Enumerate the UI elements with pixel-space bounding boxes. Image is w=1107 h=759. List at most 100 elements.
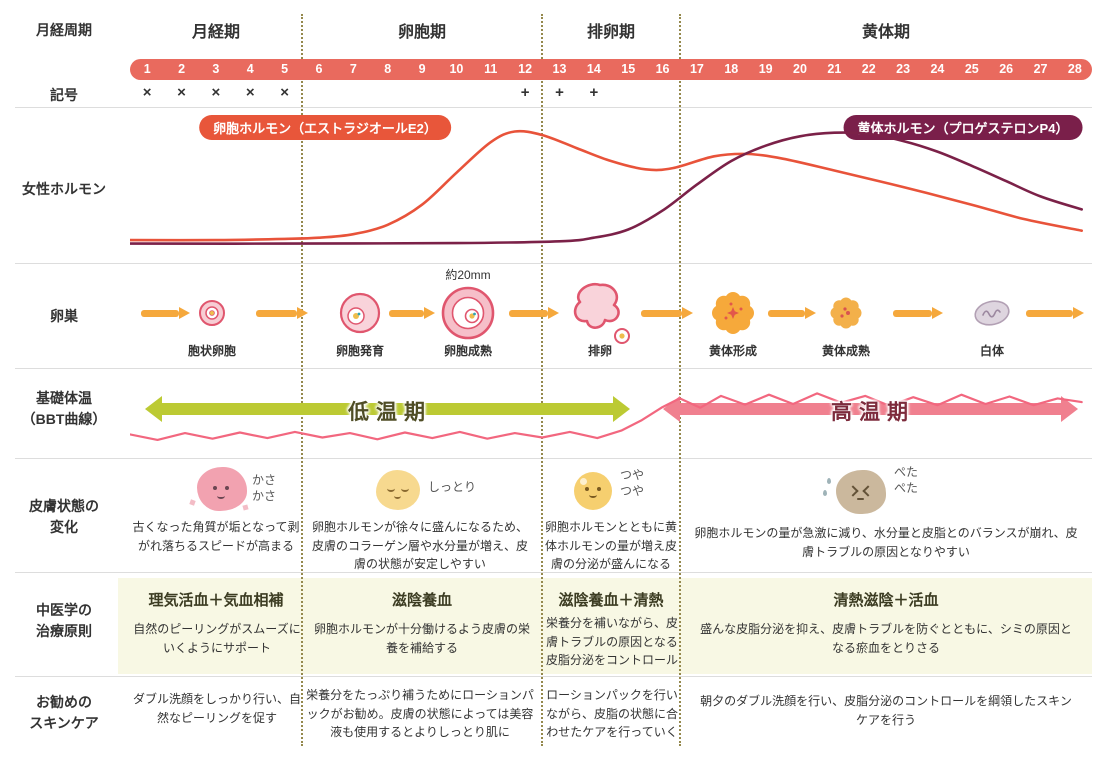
symbol-day-7 (336, 83, 370, 102)
corpus-luteum-forming-icon (712, 292, 754, 334)
tcm-desc-follicular: 卵胞ホルモンが十分働けるよう皮膚の栄養を補給する (313, 622, 530, 655)
row-label-hormone: 女性ホルモン (22, 181, 106, 197)
antral-follicle-icon (199, 300, 225, 326)
day-11: 11 (484, 62, 498, 76)
day-1: 1 (143, 62, 151, 76)
symbol-day-6 (302, 83, 336, 102)
glowing-skin-face (574, 472, 612, 510)
day-27: 27 (1033, 62, 1048, 76)
tcm-title-menstrual: 理気活血＋気血相補 (148, 592, 284, 609)
ovary-arrow (641, 305, 693, 321)
phase-follicular: 卵胞期 (397, 24, 447, 41)
ovary-arrow (893, 305, 943, 321)
tcm-desc-ovulation: 栄養分を補いながら、皮膚トラブルの原因となる皮脂分泌をコントロール (545, 616, 678, 668)
mature-follicle-icon (441, 286, 495, 340)
symbol-day-1: × (142, 84, 152, 101)
skin-caption-luteal: 卵胞ホルモンの量が急激に減り、水分量と皮脂とのバランスが崩れ、皮膚トラブルの原因… (694, 526, 1078, 559)
day-17: 17 (689, 62, 704, 76)
symbol-row: ×××××+++ (130, 83, 1092, 102)
row-divider (15, 263, 1092, 264)
symbol-day-15 (611, 83, 645, 102)
day-16: 16 (655, 62, 670, 76)
row-divider (15, 676, 1092, 677)
row-label-skin: 皮膚状態の 変化 (29, 498, 99, 535)
day-3: 3 (212, 62, 220, 76)
corpus-albicans-icon (974, 300, 1010, 326)
estradiol-curve (130, 129, 1083, 242)
row-divider (15, 368, 1092, 369)
symbol-day-18 (714, 83, 748, 102)
ovulation-icon (573, 282, 630, 344)
symbol-day-10 (439, 83, 473, 102)
ovary-stages-graphic (199, 282, 1010, 344)
day-15: 15 (621, 62, 636, 76)
day-9: 9 (418, 62, 426, 76)
stage-label-luteum-forming: 黄体形成 (708, 344, 758, 358)
phase-luteal: 黄体期 (861, 24, 911, 41)
progesterone-curve (130, 131, 1083, 245)
skincare-luteal: 朝夕のダブル洗顔を行い、皮脂分泌のコントロールを綱領したスキンケアを行う (700, 694, 1072, 727)
day-4: 4 (246, 62, 254, 76)
row-label-symbols: 記号 (50, 87, 78, 103)
symbol-day-12: + (520, 84, 530, 101)
stage-label-growth: 卵胞発育 (335, 344, 385, 358)
phase-ovulation: 排卵期 (586, 24, 636, 41)
symbol-day-16 (645, 83, 679, 102)
day-21: 21 (827, 62, 842, 76)
symbol-day-21 (817, 83, 851, 102)
mood-label-dry: かさ かさ (252, 473, 277, 504)
mood-label-moist: しっとり (428, 480, 477, 494)
symbol-day-24 (920, 83, 954, 102)
symbol-day-3: × (211, 84, 221, 101)
day-20: 20 (793, 62, 807, 76)
symbol-day-27 (1023, 83, 1057, 102)
phase-divider-follicular-ovulation (541, 14, 543, 746)
mood-label-glowing: つや つや (620, 468, 645, 499)
symbol-day-17 (680, 83, 714, 102)
stage-label-mature: 卵胞成熟 (443, 344, 493, 358)
stage-label-albicans: 白体 (979, 344, 1005, 358)
row-divider (15, 107, 1092, 108)
symbol-day-13: + (555, 84, 564, 101)
symbol-day-19 (748, 83, 782, 102)
day-6: 6 (315, 62, 323, 76)
follicle-growth-icon (339, 292, 381, 334)
row-label-cycle: 月経周期 (36, 22, 92, 38)
oily-skin-face (823, 470, 886, 514)
follicle-size-note: 約20mm (445, 268, 491, 282)
day-7: 7 (349, 62, 357, 76)
tcm-desc-menstrual: 自然のピーリングがスムーズにいくようにサポート (133, 622, 301, 655)
symbol-day-9 (405, 83, 439, 102)
skin-caption-ovulation: 卵胞ホルモンとともに黄体ホルモンの量が増え皮膚の分泌が盛んになる (544, 520, 677, 572)
symbol-day-22 (852, 83, 886, 102)
ovary-arrow (141, 305, 190, 321)
symbol-day-20 (783, 83, 817, 102)
low-temp-label: 低温期 (348, 401, 432, 424)
stage-label-luteum-mature: 黄体成熟 (821, 344, 871, 358)
day-25: 25 (964, 62, 979, 76)
ovary-arrow (509, 305, 559, 321)
ovary-arrow (1026, 305, 1084, 321)
row-label-skincare: お勧めの スキンケア (29, 694, 99, 731)
skincare-ovulation: ローションパックを行いながら、皮脂の状態に合わせたケアを行っていく (545, 688, 678, 740)
symbol-day-23 (886, 83, 920, 102)
row-label-ovary: 卵巣 (50, 308, 78, 324)
stage-label-antral: 胞状卵胞 (187, 344, 237, 358)
day-2: 2 (178, 62, 186, 76)
symbol-day-2: × (177, 84, 186, 101)
day-26: 26 (999, 62, 1014, 76)
mood-label-oily: ぺた ぺた (894, 465, 919, 496)
row-label-bbt: 基礎体温 （BBT曲線） (21, 390, 107, 427)
day-24: 24 (930, 62, 945, 76)
phase-divider-menstrual-follicular (301, 14, 303, 746)
stage-label-ovulation: 排卵 (587, 344, 613, 358)
symbol-day-25 (955, 83, 989, 102)
symbol-day-14: + (589, 84, 599, 101)
ovary-arrow (256, 305, 308, 321)
tcm-title-luteal: 清熱滋陰＋活血 (833, 592, 939, 609)
skin-caption-follicular: 卵胞ホルモンが徐々に盛んになるため、皮膚のコラーゲン層や水分量が増え、皮膚の状態… (311, 520, 528, 572)
tcm-desc-luteal: 盛んな皮脂分泌を抑え、皮膚トラブルを防ぐとともに、シミの原因となる瘀血をとりさる (700, 622, 1072, 655)
day-23: 23 (896, 62, 911, 76)
